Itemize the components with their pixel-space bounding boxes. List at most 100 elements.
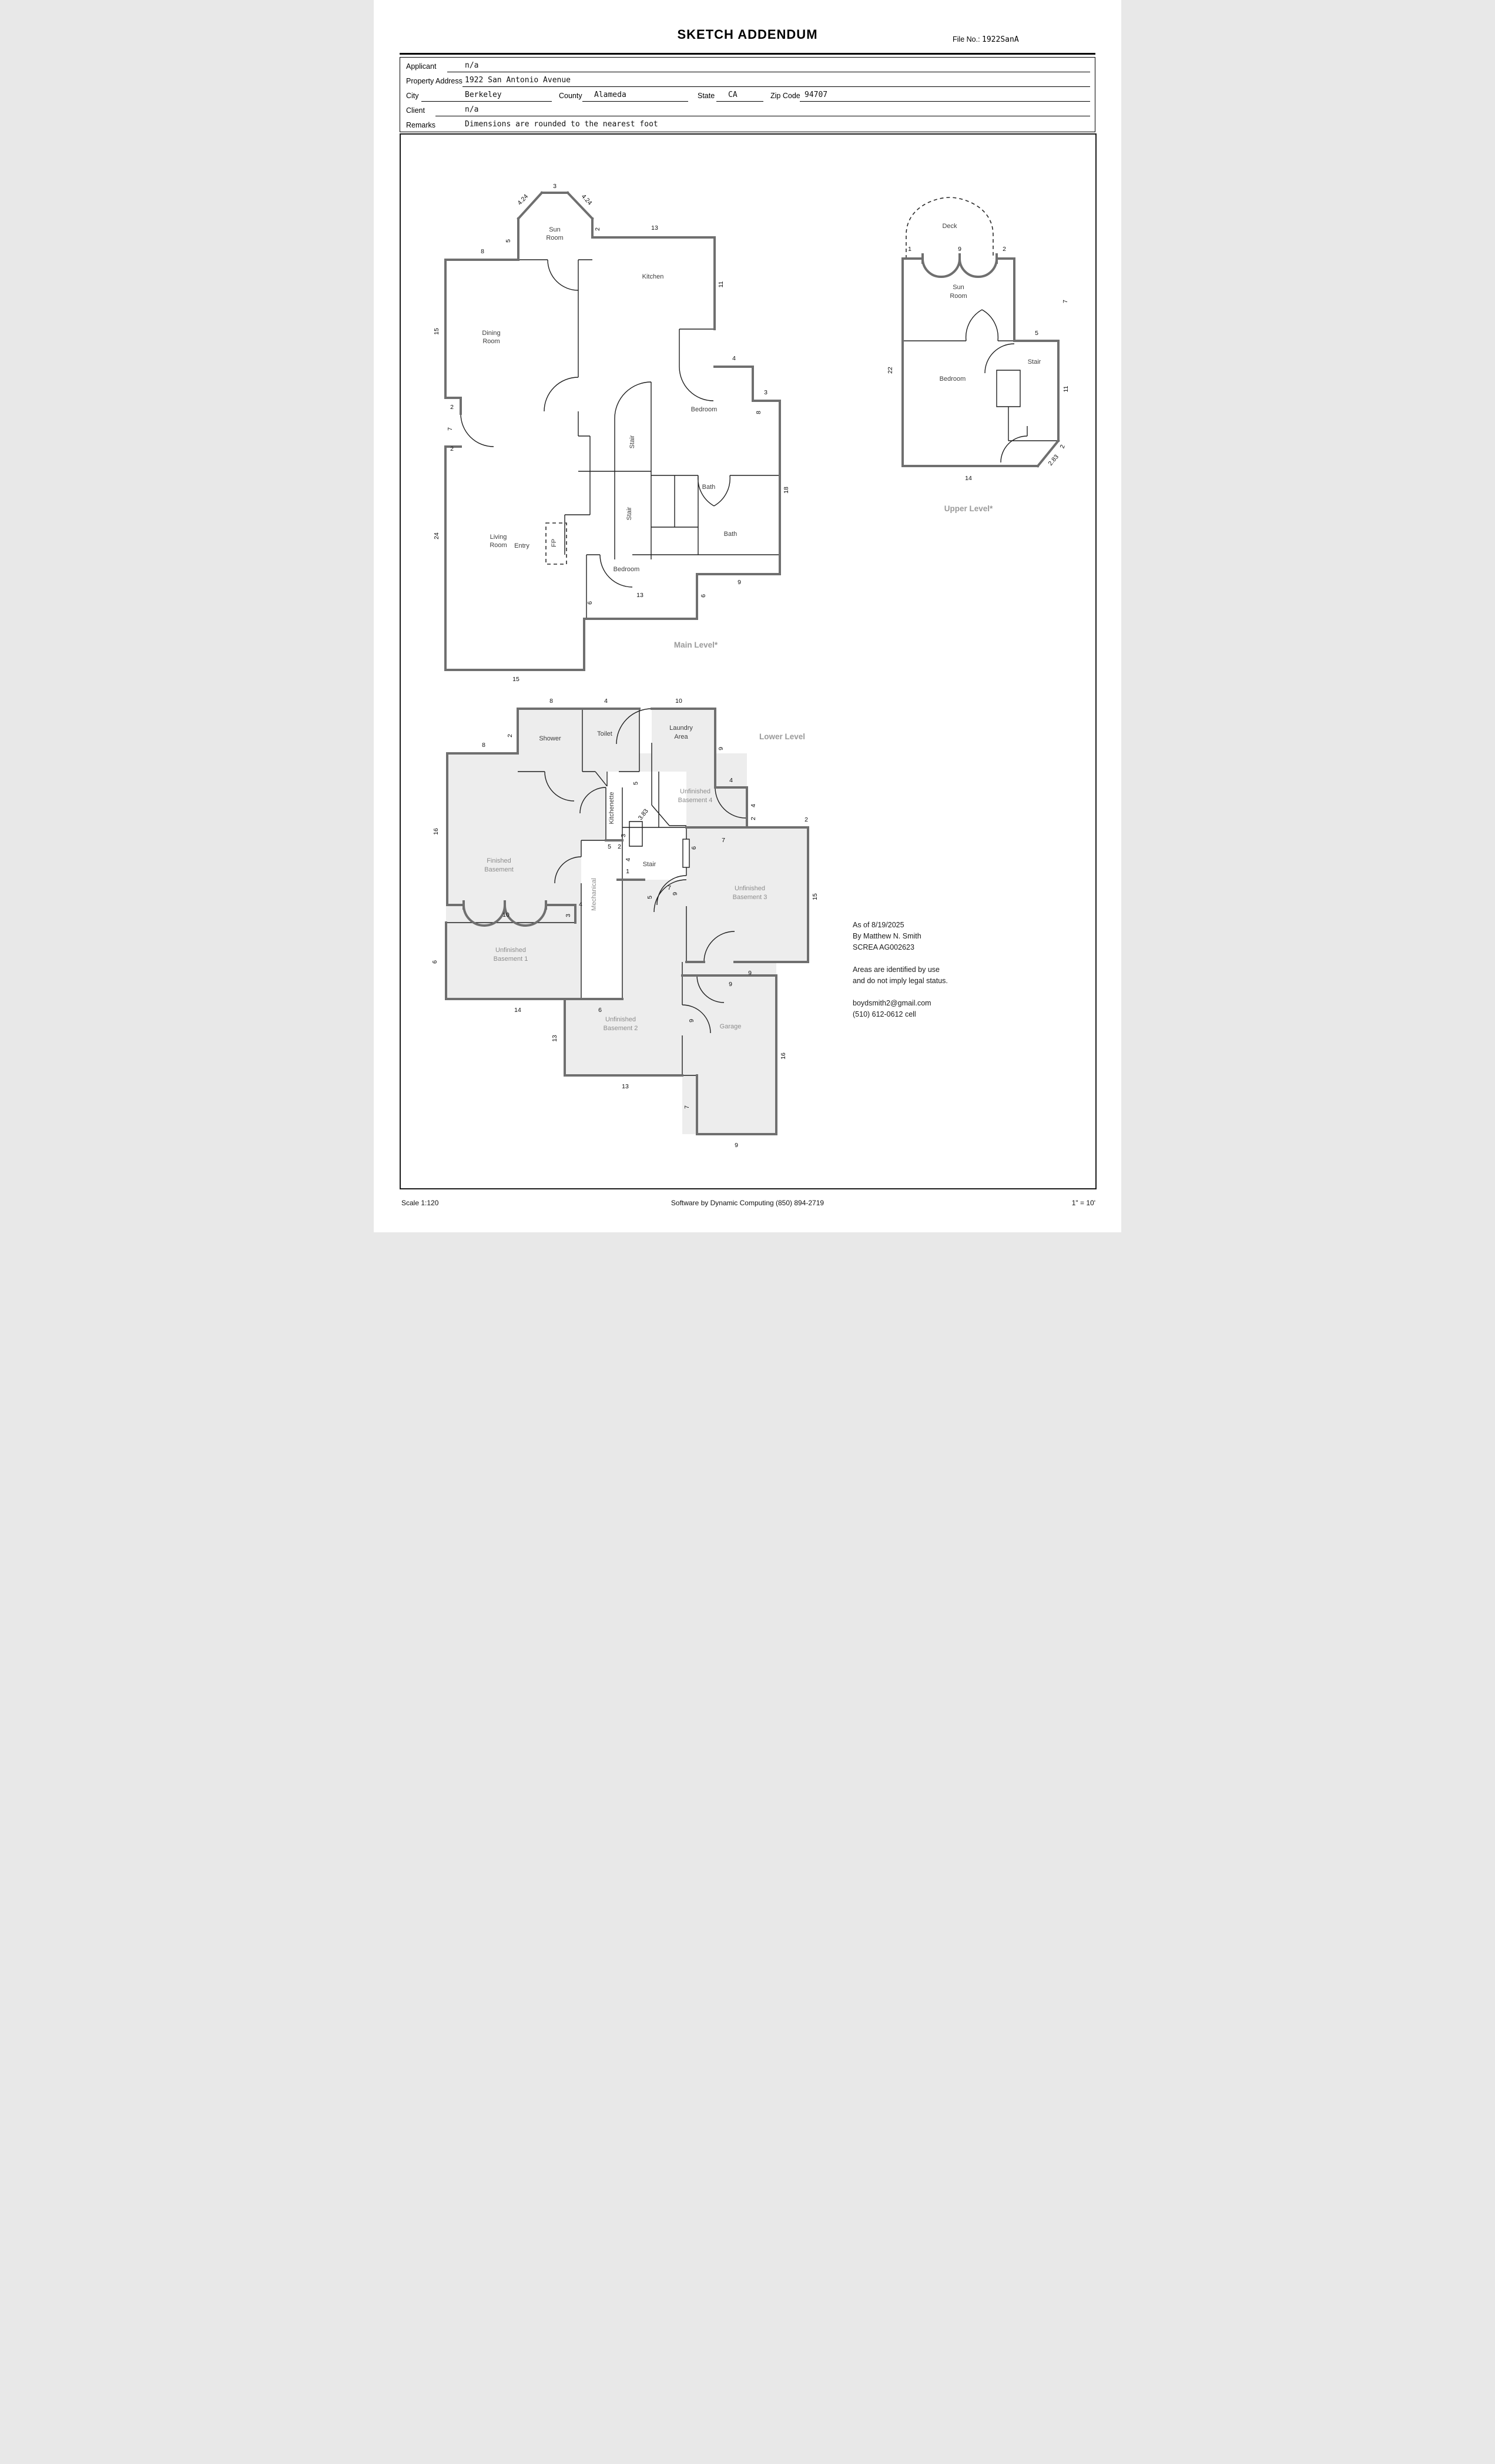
dimension-label: 9 [735, 1142, 738, 1149]
dimension-label: 2 [450, 404, 454, 411]
room-label: Garage [720, 1023, 742, 1030]
room-label: Finished [487, 857, 511, 864]
main-interior-walls [460, 259, 780, 619]
form-row-applicant: Applicant n/a [405, 59, 1090, 73]
dimension-label: 2 [618, 843, 621, 850]
county-label: County [559, 92, 582, 100]
dimension-label: 1 [626, 868, 629, 875]
dimension-label: 4.24 [516, 193, 529, 206]
state-value: CA [728, 90, 738, 99]
dimension-label: 5 [1035, 330, 1038, 337]
dimension-label: 9 [958, 246, 961, 253]
room-label: Basement 1 [494, 956, 528, 963]
footer-scale: Scale 1:120 [401, 1199, 439, 1207]
subject-form: Applicant n/a Property Address 1922 San … [400, 57, 1095, 132]
room-label: Bedroom [940, 376, 966, 383]
room-label: Unfinished [680, 788, 710, 795]
room-label: Unfinished [605, 1016, 636, 1023]
level-caption: Lower Level [759, 732, 805, 741]
dimension-label: 6 [700, 594, 707, 598]
dimension-label: 11 [718, 281, 725, 287]
dimension-label: 11 [1062, 385, 1070, 392]
remarks-label: Remarks [406, 121, 436, 129]
dimension-label: 1 [908, 246, 911, 253]
dimension-label: 13 [636, 592, 643, 599]
note-line: By Matthew N. Smith [853, 932, 921, 940]
dimension-label: 4 [750, 804, 757, 807]
city-label: City [406, 92, 419, 100]
dimension-label: 14 [514, 1007, 521, 1014]
applicant-label: Applicant [406, 62, 437, 71]
room-label: FP [551, 539, 558, 547]
zip-label: Zip Code [770, 92, 800, 100]
form-row-city: City Berkeley County Alameda State CA Zi… [405, 88, 1090, 103]
room-label: Deck [942, 223, 957, 230]
property-address-value: 1922 San Antonio Avenue [465, 76, 571, 85]
room-label: Basement 2 [604, 1025, 638, 1032]
dimension-label: 4 [625, 858, 632, 861]
footer-software: Software by Dynamic Computing (850) 894-… [671, 1199, 824, 1207]
room-label: Bath [702, 484, 716, 491]
note-line: and do not imply legal status. [853, 977, 948, 985]
dimension-label: 9 [672, 892, 679, 896]
room-label: Basement 3 [733, 894, 767, 901]
dimension-label: 9 [718, 747, 725, 750]
room-label: Unfinished [735, 885, 765, 892]
state-label: State [698, 92, 715, 100]
dimension-label: 4 [729, 777, 733, 784]
dimension-label: 15 [433, 328, 440, 335]
dimension-label: 9 [748, 970, 752, 977]
dimension-label: 2 [450, 445, 454, 452]
dimension-label: 7 [683, 1105, 690, 1109]
file-number-label: File No.: [953, 35, 980, 43]
room-label: Stair [1028, 358, 1041, 366]
dimension-label: 9 [688, 1019, 695, 1023]
dimension-label: 2 [805, 816, 808, 823]
dimension-label: 15 [812, 893, 819, 900]
dimension-label: 16 [433, 828, 440, 835]
note-line: Areas are identified by use [853, 966, 940, 974]
dimension-label: 5 [608, 843, 611, 850]
dimension-label: 4 [732, 355, 736, 362]
dimension-label: 6 [690, 846, 698, 850]
dimension-label: 2 [507, 734, 514, 737]
room-label: Bedroom [691, 406, 718, 413]
dimension-label: 22 [887, 367, 894, 374]
dimension-label: 8 [481, 248, 484, 255]
dimension-label: 3 [764, 389, 767, 396]
form-row-remarks: Remarks Dimensions are rounded to the ne… [405, 118, 1090, 132]
room-label: Bedroom [614, 566, 640, 573]
dimension-label: 8 [755, 411, 762, 414]
dimension-label: 3 [565, 914, 572, 917]
dimension-label: 2 [750, 817, 757, 820]
note-line: SCREA AG002623 [853, 943, 914, 951]
dimension-label: 2 [594, 227, 601, 231]
client-value: n/a [465, 105, 479, 114]
note-line: (510) 612-0612 cell [853, 1010, 916, 1018]
room-label: Toilet [597, 730, 612, 737]
fireplace-outline [545, 522, 567, 565]
form-row-client: Client n/a [405, 103, 1090, 118]
room-label: Dining [482, 330, 500, 337]
level-caption: Upper Level* [944, 504, 993, 513]
room-label: Sun [953, 284, 964, 291]
room-label: Room [482, 338, 500, 345]
form-row-property: Property Address 1922 San Antonio Avenue [405, 73, 1090, 88]
room-label: Room [490, 542, 507, 549]
dimension-label: 4 [579, 901, 582, 908]
dimension-label: 13 [622, 1083, 629, 1090]
dimension-label: 24 [433, 532, 440, 539]
dimension-label: 18 [783, 487, 790, 494]
room-label: Stair [629, 435, 636, 448]
room-label: Area [674, 733, 688, 740]
dimension-label: 8 [482, 742, 485, 749]
dimension-label: 15 [512, 676, 519, 683]
footer-ratio: 1" = 10' [1071, 1199, 1095, 1207]
dimension-label: 8 [549, 698, 553, 705]
note-line: boydsmith2@gmail.com [853, 999, 931, 1007]
dimension-label: 6 [586, 601, 594, 605]
main-exterior-walls [444, 191, 781, 671]
level-caption: Main Level* [674, 641, 718, 649]
